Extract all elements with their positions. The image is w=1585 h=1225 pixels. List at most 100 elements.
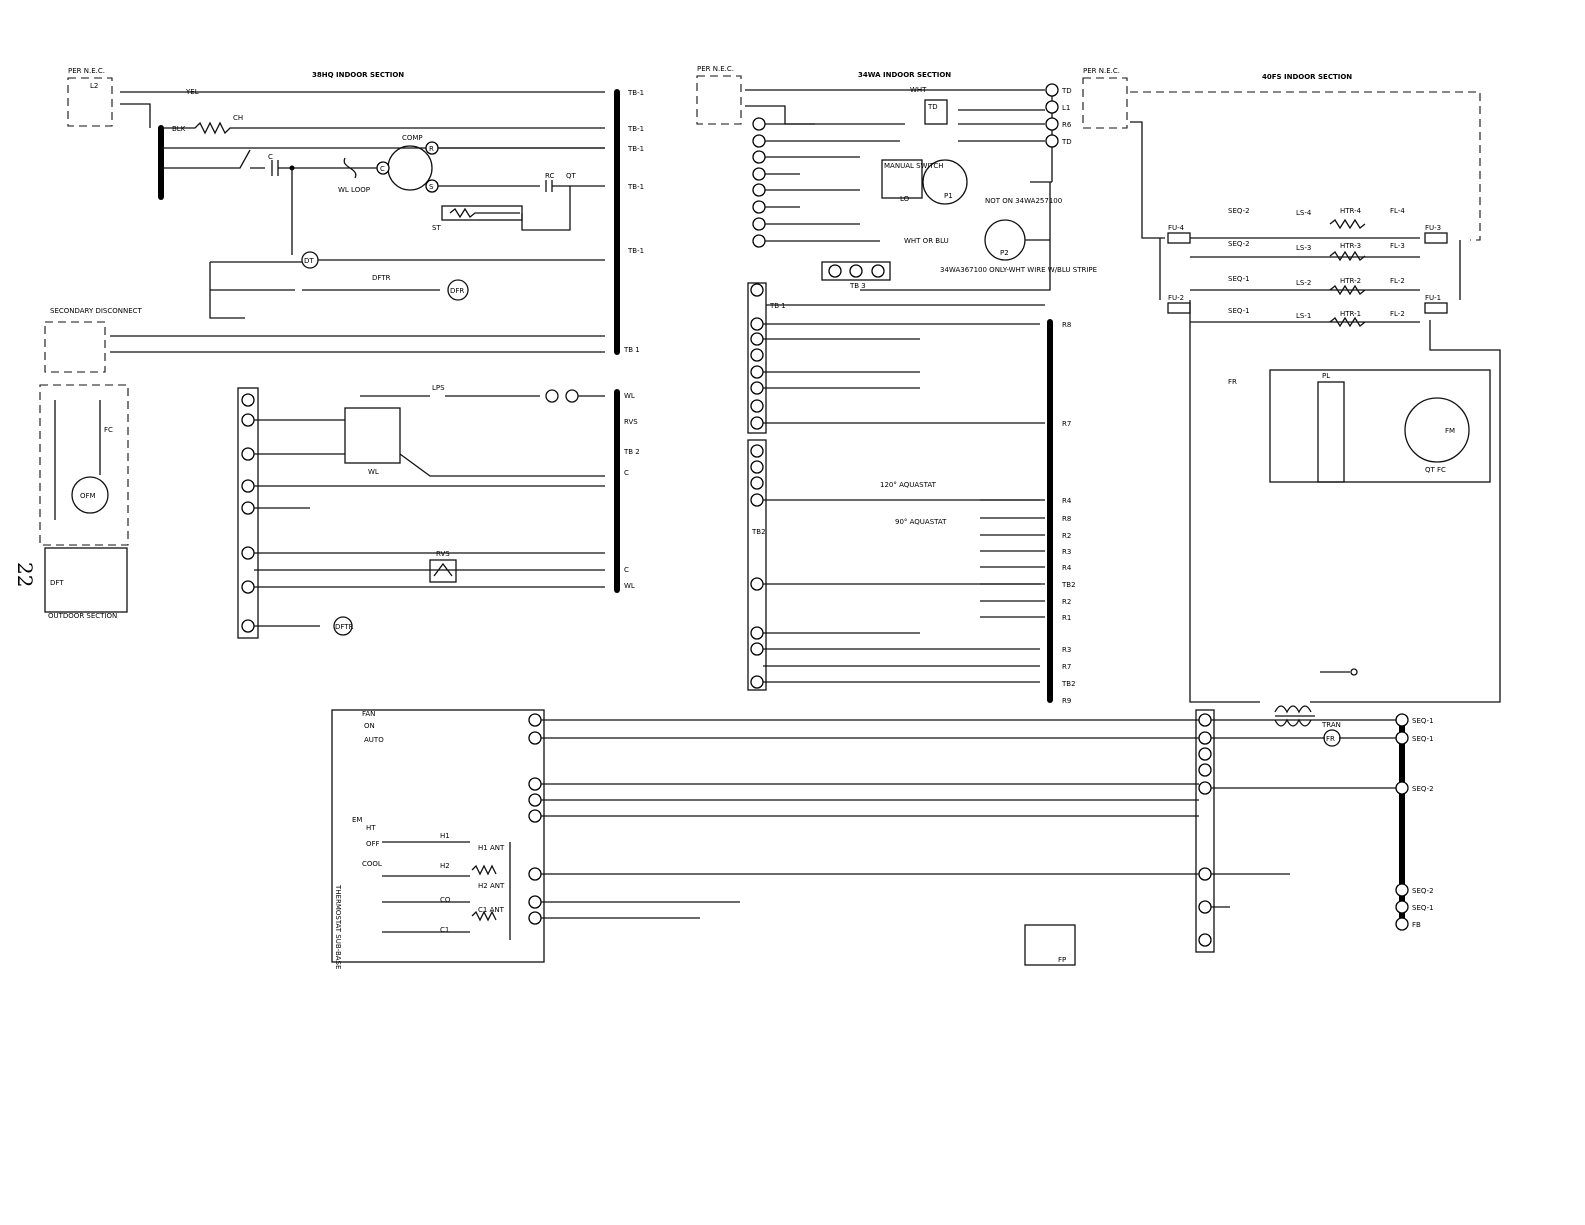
l2-label-1: L2 bbox=[90, 82, 98, 90]
disconnect-box-38hq bbox=[67, 77, 113, 127]
bus-label-tb1: TB 1 bbox=[623, 346, 640, 354]
wire-blk-1 bbox=[120, 103, 151, 128]
svg-text:L1: L1 bbox=[1062, 104, 1070, 112]
page-number: 22 bbox=[13, 562, 37, 587]
tran-label: TRAN bbox=[1321, 721, 1341, 729]
compressor bbox=[387, 145, 433, 191]
p1-pump bbox=[922, 159, 968, 205]
svg-text:WL: WL bbox=[624, 392, 635, 400]
svg-text:H1: H1 bbox=[440, 832, 450, 840]
wire-blk-cap bbox=[161, 149, 251, 169]
cap-c bbox=[250, 160, 340, 176]
svg-text:SEQ-2: SEQ-2 bbox=[1228, 240, 1250, 248]
svg-text:LS-2: LS-2 bbox=[1296, 279, 1311, 287]
comp-label: COMP bbox=[402, 134, 423, 142]
dftr-label: DFTR bbox=[372, 274, 391, 282]
svg-text:TB-1: TB-1 bbox=[627, 183, 644, 191]
svg-text:SEQ-1: SEQ-1 bbox=[1412, 904, 1434, 912]
heater-row-1: SEQ-1 LS-1 HTR-1 FL-2 bbox=[1228, 307, 1405, 328]
svg-text:H1 ANT: H1 ANT bbox=[478, 844, 505, 852]
svg-text:DFTR: DFTR bbox=[335, 623, 354, 631]
td-relay bbox=[924, 99, 948, 125]
svg-text:FU-1: FU-1 bbox=[1425, 294, 1441, 302]
svg-text:TB 3: TB 3 bbox=[849, 282, 866, 290]
svg-text:C: C bbox=[380, 165, 385, 173]
outdoor-fan-box bbox=[39, 384, 129, 546]
wl-relay-label: WL bbox=[368, 468, 379, 476]
tb3-strip bbox=[821, 261, 891, 281]
wire-label-blk: BLK bbox=[172, 125, 186, 133]
svg-text:HTR-4: HTR-4 bbox=[1340, 207, 1362, 215]
svg-text:AUTO: AUTO bbox=[364, 736, 384, 744]
ofm-motor bbox=[71, 476, 109, 514]
svg-text:HTR-2: HTR-2 bbox=[1340, 277, 1361, 285]
svg-text:R4: R4 bbox=[1062, 564, 1072, 572]
svg-text:TB-1: TB-1 bbox=[627, 145, 644, 153]
fp-label: FP bbox=[1058, 956, 1066, 964]
svg-text:FL-3: FL-3 bbox=[1390, 242, 1405, 250]
svg-text:HTR-3: HTR-3 bbox=[1340, 242, 1361, 250]
dftr-component bbox=[333, 616, 353, 636]
wl-relay-box bbox=[344, 407, 401, 464]
svg-text:TB 2: TB 2 bbox=[623, 448, 640, 456]
fc-label: FC bbox=[104, 426, 113, 434]
svg-text:CO: CO bbox=[440, 896, 451, 904]
tb2-strip-38hq bbox=[237, 387, 259, 639]
lps-label: LPS bbox=[432, 384, 445, 392]
svg-text:PER N.E.C.: PER N.E.C. bbox=[697, 65, 734, 73]
p1-label: P1 bbox=[944, 192, 953, 200]
qt-label: QT bbox=[566, 172, 577, 180]
svg-text:QT FC: QT FC bbox=[1425, 466, 1446, 474]
svg-text:R9: R9 bbox=[1062, 697, 1071, 705]
tb-strip-40fs bbox=[1195, 709, 1215, 953]
transformer bbox=[1274, 705, 1315, 727]
svg-text:WHT: WHT bbox=[910, 86, 927, 94]
svg-text:WL: WL bbox=[624, 582, 635, 590]
disconnect-box-40fs bbox=[1082, 77, 1128, 129]
wire-rc bbox=[438, 180, 605, 192]
pl-plug bbox=[1317, 381, 1345, 483]
svg-text:LS-3: LS-3 bbox=[1296, 244, 1311, 252]
ch-label: CH bbox=[233, 114, 243, 122]
aquastat-120-label: 120° AQUASTAT bbox=[880, 481, 937, 489]
svg-text:SEQ-2: SEQ-2 bbox=[1412, 785, 1434, 793]
svg-text:R3: R3 bbox=[1062, 646, 1071, 654]
svg-text:FR: FR bbox=[1228, 378, 1237, 386]
svg-text:HTR-1: HTR-1 bbox=[1340, 310, 1361, 318]
wire-ch bbox=[161, 121, 605, 135]
tb1-strip-34wa bbox=[747, 282, 767, 434]
svg-text:PL: PL bbox=[1322, 372, 1330, 380]
ofm-label: OFM bbox=[80, 492, 96, 500]
svg-text:R4: R4 bbox=[1062, 497, 1072, 505]
svg-text:C: C bbox=[624, 566, 629, 574]
thermostat-box bbox=[331, 709, 545, 963]
section-38hq: 38HQ INDOOR SECTION PER N.E.C. L2 YEL CH… bbox=[39, 67, 644, 639]
svg-text:C1 ANT: C1 ANT bbox=[478, 906, 505, 914]
svg-text:LS-1: LS-1 bbox=[1296, 312, 1311, 320]
secondary-disconnect-box bbox=[44, 321, 106, 373]
svg-text:R2: R2 bbox=[1062, 532, 1071, 540]
svg-text:TB-1: TB-1 bbox=[627, 89, 644, 97]
svg-text:FL-2: FL-2 bbox=[1390, 277, 1405, 285]
svg-text:HT: HT bbox=[366, 824, 376, 832]
dt-label: DT bbox=[304, 257, 314, 265]
fr-relay bbox=[1323, 729, 1341, 747]
title-38hq: 38HQ INDOOR SECTION bbox=[312, 71, 404, 79]
section-40fs: 40FS INDOOR SECTION PER N.E.C. FU-4 SEQ-… bbox=[1024, 67, 1501, 966]
dfr-label: DFR bbox=[450, 287, 464, 295]
svg-text:R1: R1 bbox=[1062, 614, 1071, 622]
heater-row-2: SEQ-1 LS-2 HTR-2 FL-2 FU-2 FU-1 bbox=[1167, 275, 1448, 314]
thermostat-label: THERMOSTAT SUB-BASE bbox=[334, 884, 342, 969]
wire-label-yel: YEL bbox=[185, 88, 199, 96]
svg-text:FU-2: FU-2 bbox=[1168, 294, 1184, 302]
svg-text:TB2: TB2 bbox=[1061, 581, 1076, 589]
fm-label: FM bbox=[1445, 427, 1455, 435]
fm-motor bbox=[1404, 397, 1470, 463]
secondary-disconnect-label: SECONDARY DISCONNECT bbox=[50, 307, 143, 315]
manual-switch-label: MANUAL SWITCH bbox=[884, 162, 944, 170]
not-on-label: NOT ON 34WA257100 bbox=[985, 197, 1062, 205]
svg-text:LS-4: LS-4 bbox=[1296, 209, 1312, 217]
svg-text:R6: R6 bbox=[1062, 121, 1072, 129]
svg-text:ON: ON bbox=[364, 722, 375, 730]
